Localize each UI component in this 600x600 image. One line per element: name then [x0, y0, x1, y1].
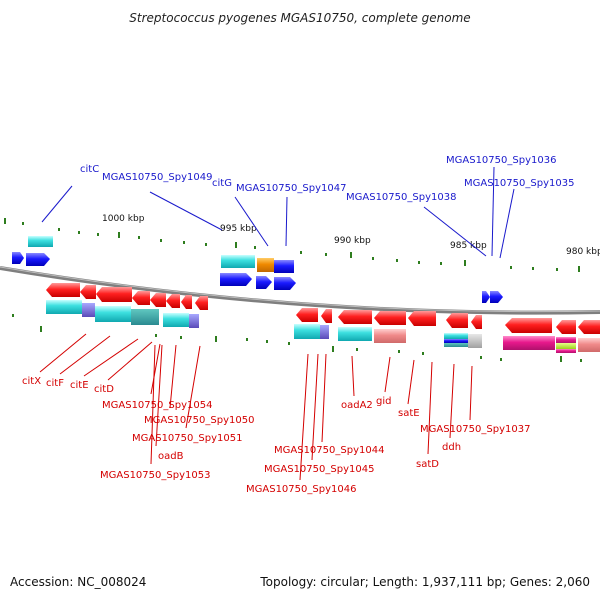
feature-box[interactable] — [189, 314, 199, 328]
lower-callout-lines — [39, 333, 473, 481]
forward-gene-arrow[interactable] — [482, 291, 490, 303]
feature-box[interactable] — [274, 260, 294, 273]
reverse-gene-arrow[interactable] — [505, 318, 552, 333]
feature-box[interactable] — [28, 236, 53, 247]
reverse-gene-arrow[interactable] — [408, 311, 436, 326]
gene-label-citX[interactable]: citX — [22, 376, 41, 387]
forward-gene-arrow[interactable] — [256, 276, 272, 289]
reverse-gene-arrow[interactable] — [195, 296, 208, 310]
scale-label-985kbp: 985 kbp — [450, 241, 487, 251]
gene-label-spy1050[interactable]: MGAS10750_Spy1050 — [144, 415, 254, 426]
gene-label-spy1035[interactable]: MGAS10750_Spy1035 — [464, 178, 574, 189]
forward-gene-arrow[interactable] — [12, 252, 24, 264]
gene-label-spy1053[interactable]: MGAS10750_Spy1053 — [100, 470, 210, 481]
feature-box[interactable] — [578, 338, 600, 352]
reverse-gene-arrow[interactable] — [321, 309, 332, 323]
gene-label-oadB[interactable]: oadB — [158, 451, 184, 462]
feature-box[interactable] — [163, 313, 189, 327]
gene-label-spy1037[interactable]: MGAS10750_Spy1037 — [420, 424, 530, 435]
genome-summary-text: Topology: circular; Length: 1,937,111 bp… — [259, 575, 590, 589]
reverse-features — [46, 283, 600, 353]
accession-text: Accession: NC_008024 — [10, 575, 146, 589]
gene-label-spy1054[interactable]: MGAS10750_Spy1054 — [102, 400, 212, 411]
reverse-gene-arrow[interactable] — [80, 285, 96, 299]
feature-box[interactable] — [82, 303, 95, 317]
gene-label-oadA2[interactable]: oadA2 — [341, 400, 373, 411]
gene-label-ddh[interactable]: ddh — [442, 442, 461, 453]
feature-box[interactable] — [374, 329, 406, 343]
feature-box[interactable] — [444, 333, 468, 339]
feature-box[interactable] — [46, 300, 82, 314]
feature-box[interactable] — [556, 349, 576, 353]
reverse-gene-arrow[interactable] — [181, 295, 192, 309]
forward-gene-arrow[interactable] — [26, 253, 50, 266]
gene-label-citE[interactable]: citE — [70, 380, 89, 391]
reverse-gene-arrow[interactable] — [471, 315, 482, 329]
feature-box[interactable] — [320, 325, 329, 339]
scale-label-990kbp: 990 kbp — [334, 236, 371, 246]
feature-box[interactable] — [444, 339, 468, 343]
forward-gene-arrow[interactable] — [220, 273, 252, 286]
gene-label-spy1045[interactable]: MGAS10750_Spy1045 — [264, 464, 374, 475]
feature-box[interactable] — [503, 336, 555, 350]
feature-box[interactable] — [294, 324, 320, 339]
reverse-gene-arrow[interactable] — [446, 313, 468, 328]
reverse-gene-arrow[interactable] — [46, 283, 80, 297]
gene-label-spy1046[interactable]: MGAS10750_Spy1046 — [246, 484, 356, 495]
gene-label-spy1049[interactable]: MGAS10750_Spy1049 — [102, 172, 212, 183]
scale-label-980kbp: 980 kbp — [566, 247, 600, 257]
gene-label-spy1038[interactable]: MGAS10750_Spy1038 — [346, 192, 456, 203]
genome-backbone — [0, 266, 600, 315]
gene-label-spy1051[interactable]: MGAS10750_Spy1051 — [132, 433, 242, 444]
upper-tick-row — [4, 218, 580, 272]
reverse-gene-arrow[interactable] — [166, 294, 180, 308]
reverse-gene-arrow[interactable] — [132, 291, 150, 305]
feature-box[interactable] — [131, 309, 159, 325]
upper-callout-lines — [41, 166, 515, 259]
reverse-gene-arrow[interactable] — [578, 320, 600, 334]
gene-label-spy1047[interactable]: MGAS10750_Spy1047 — [236, 183, 346, 194]
feature-box[interactable] — [221, 255, 255, 268]
gene-label-spy1044[interactable]: MGAS10750_Spy1044 — [274, 445, 384, 456]
forward-gene-arrow[interactable] — [490, 291, 503, 303]
feature-box[interactable] — [556, 343, 576, 349]
reverse-gene-arrow[interactable] — [150, 293, 166, 307]
forward-features — [12, 236, 503, 303]
reverse-gene-arrow[interactable] — [556, 320, 576, 334]
gene-label-citC[interactable]: citC — [80, 164, 99, 175]
scale-label-995kbp: 995 kbp — [220, 224, 257, 234]
gene-label-satE[interactable]: satE — [398, 408, 420, 419]
genome-backbone-highlight — [0, 266, 600, 313]
gene-label-citG[interactable]: citG — [212, 178, 232, 189]
gene-label-gid[interactable]: gid — [376, 396, 391, 407]
forward-gene-arrow[interactable] — [274, 277, 296, 290]
lower-tick-row — [12, 314, 582, 362]
gene-label-citD[interactable]: citD — [94, 384, 114, 395]
feature-box[interactable] — [95, 306, 131, 322]
reverse-gene-arrow[interactable] — [374, 311, 406, 325]
reverse-gene-arrow[interactable] — [96, 287, 132, 302]
reverse-gene-arrow[interactable] — [296, 308, 318, 322]
reverse-gene-arrow[interactable] — [338, 310, 372, 324]
feature-box[interactable] — [444, 343, 468, 347]
gene-label-spy1036[interactable]: MGAS10750_Spy1036 — [446, 155, 556, 166]
feature-box[interactable] — [556, 337, 576, 343]
feature-box[interactable] — [338, 327, 372, 341]
scale-label-1000kbp: 1000 kbp — [102, 214, 145, 224]
map-title: Streptococcus pyogenes MGAS10750, comple… — [129, 11, 470, 25]
gene-label-satD[interactable]: satD — [416, 459, 439, 470]
feature-box[interactable] — [257, 258, 274, 272]
feature-box[interactable] — [468, 334, 482, 348]
gene-label-citF[interactable]: citF — [46, 378, 64, 389]
